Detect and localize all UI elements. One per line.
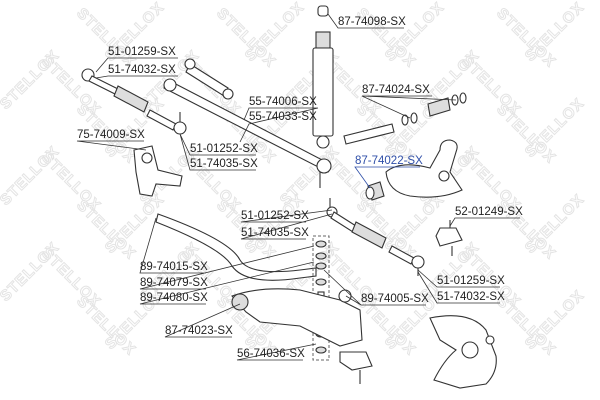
label-89-74080: 89-74080-SX: [140, 292, 208, 304]
part-labels: 87-74098-SX 51-01259-SX 51-74032-SX 87-7…: [77, 16, 523, 360]
upper-ball-joint: [435, 220, 463, 256]
label-51-74032-top: 51-74032-SX: [108, 64, 176, 76]
center-link: [163, 78, 332, 188]
stabilizer-bar: [155, 213, 317, 281]
label-87-74024: 87-74024-SX: [362, 84, 430, 96]
upper-control-arm: [385, 139, 463, 198]
label-87-74098: 87-74098-SX: [338, 16, 406, 28]
pitman-arm: [133, 145, 183, 197]
label-55-74033: 55-74033-SX: [249, 111, 317, 123]
label-75-74009: 75-74009-SX: [77, 129, 145, 141]
lower-ball-joint: [339, 351, 373, 384]
label-51-01252-center: 51-01252-SX: [241, 210, 309, 222]
shock-absorber: [312, 5, 334, 149]
tie-rod-left: [81, 68, 187, 135]
label-52-01249: 52-01249-SX: [455, 206, 523, 218]
label-87-74022-highlighted: 87-74022-SX: [355, 155, 423, 167]
label-87-74023: 87-74023-SX: [165, 325, 233, 337]
label-89-74005: 89-74005-SX: [361, 293, 429, 305]
label-56-74036: 56-74036-SX: [237, 348, 305, 360]
label-55-74006: 55-74006-SX: [249, 96, 317, 108]
steering-knuckle: [429, 315, 497, 389]
label-51-01259-top: 51-01259-SX: [108, 46, 176, 58]
upper-arm-bolt: [343, 123, 395, 145]
label-89-74079: 89-74079-SX: [140, 277, 208, 289]
label-51-74035-center: 51-74035-SX: [241, 227, 309, 239]
label-51-74032-right: 51-74032-SX: [437, 291, 505, 303]
bushing-kit: [401, 92, 467, 126]
leader-lines: [76, 13, 520, 361]
bushing-87-74022: [365, 181, 385, 201]
label-89-74015: 89-74015-SX: [140, 261, 208, 273]
steering-damper: [184, 58, 234, 100]
label-51-01259-right: 51-01259-SX: [437, 275, 505, 287]
label-51-74035-left: 51-74035-SX: [190, 158, 258, 170]
label-51-01252-left: 51-01252-SX: [190, 143, 258, 155]
